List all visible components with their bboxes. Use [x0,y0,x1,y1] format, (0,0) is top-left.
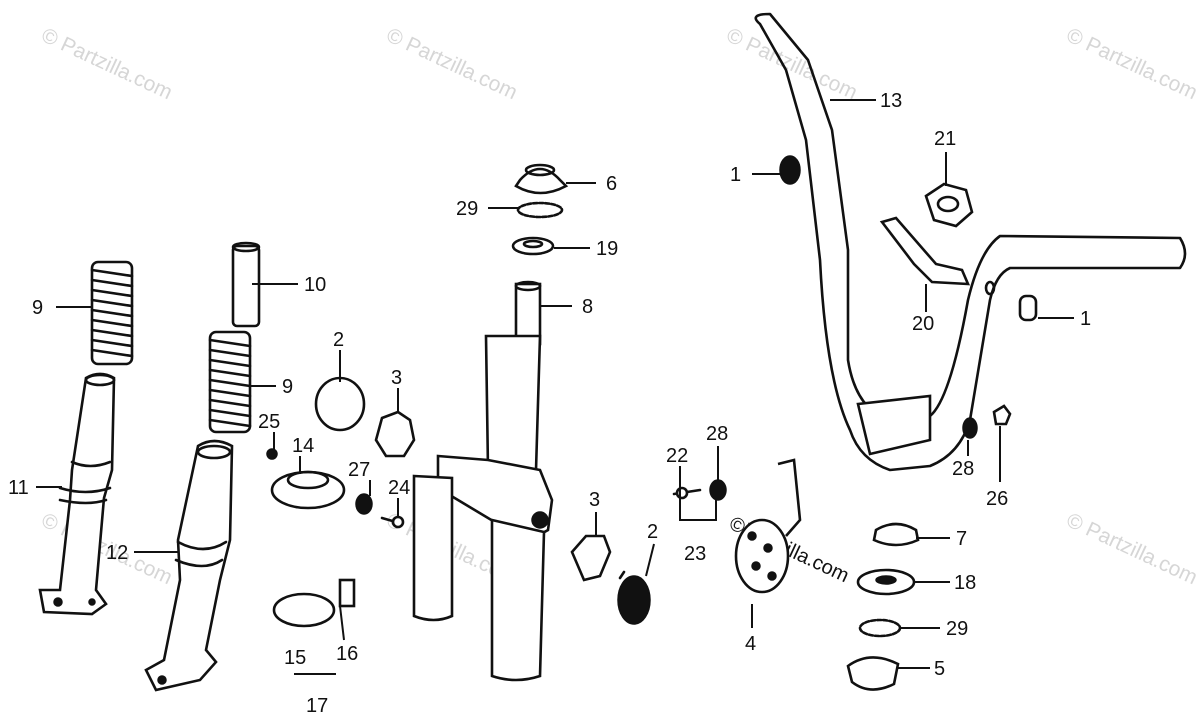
screws [266,448,405,529]
callout-13: 13 [880,90,902,112]
callout-27: 27 [348,459,370,481]
callout-28: 28 [706,423,728,445]
callout-2: 2 [333,329,344,351]
callout-28: 28 [952,458,974,480]
switch-housing [270,470,346,510]
callout-4: 4 [745,633,756,655]
handlebar-plugs [779,155,1038,322]
callout-24: 24 [388,477,410,499]
bracket [879,216,971,286]
callout-5: 5 [934,658,945,680]
watermark: © Partzilla.com [1063,509,1200,590]
callout-12: 12 [106,542,128,564]
callout-16: 16 [336,643,358,665]
headlight-rim-lower [617,570,651,625]
callout-1: 1 [730,164,741,186]
headlight-rim-upper [314,376,366,432]
callout-21: 21 [934,128,956,150]
callout-25: 25 [258,411,280,433]
switch-lower [272,578,356,628]
washer-and-nut [962,404,1012,439]
callouts: 9 10 9 11 12 2 3 25 14 27 24 15 16 17 6 … [8,90,1091,717]
spacer-tube [231,241,261,328]
nut [924,182,974,228]
reflector [734,458,802,594]
bottom-bearing-stack [846,522,920,691]
callout-19: 19 [596,238,618,260]
fork-slider-left [38,372,116,616]
callout-9: 9 [282,376,293,398]
callout-9: 9 [32,297,43,319]
handlebar [754,12,1187,472]
fork-slider-right [144,439,234,692]
callout-29: 29 [456,198,478,220]
leader-lines [36,99,1074,675]
headlight-case-upper [374,410,416,458]
fork-spring-left [90,260,134,366]
callout-11: 11 [8,477,29,499]
callout-22: 22 [666,445,688,467]
callout-14: 14 [292,435,314,457]
callout-26: 26 [986,488,1008,510]
callout-17: 17 [306,695,328,717]
callout-18: 18 [954,572,976,594]
bolt-and-washer [672,479,727,501]
callout-2: 2 [647,521,658,543]
top-bearing-stack [511,163,569,256]
headlight-case-lower [570,534,612,582]
callout-3: 3 [589,489,600,511]
callout-29: 29 [946,618,968,640]
callout-23: 23 [684,543,706,565]
fork-spring-right [208,330,252,434]
callout-3: 3 [391,367,402,389]
callout-15: 15 [284,647,306,669]
watermark: © Partzilla.com [1063,24,1200,105]
steering-stem [412,280,554,682]
callout-6: 6 [606,173,617,195]
callout-20: 20 [912,313,934,335]
watermark: © Partzilla.com [38,24,176,105]
callout-8: 8 [582,296,593,318]
watermark: © Partzilla.com [383,24,521,105]
callout-10: 10 [304,274,326,296]
callout-1: 1 [1080,308,1091,330]
callout-7: 7 [956,528,967,550]
